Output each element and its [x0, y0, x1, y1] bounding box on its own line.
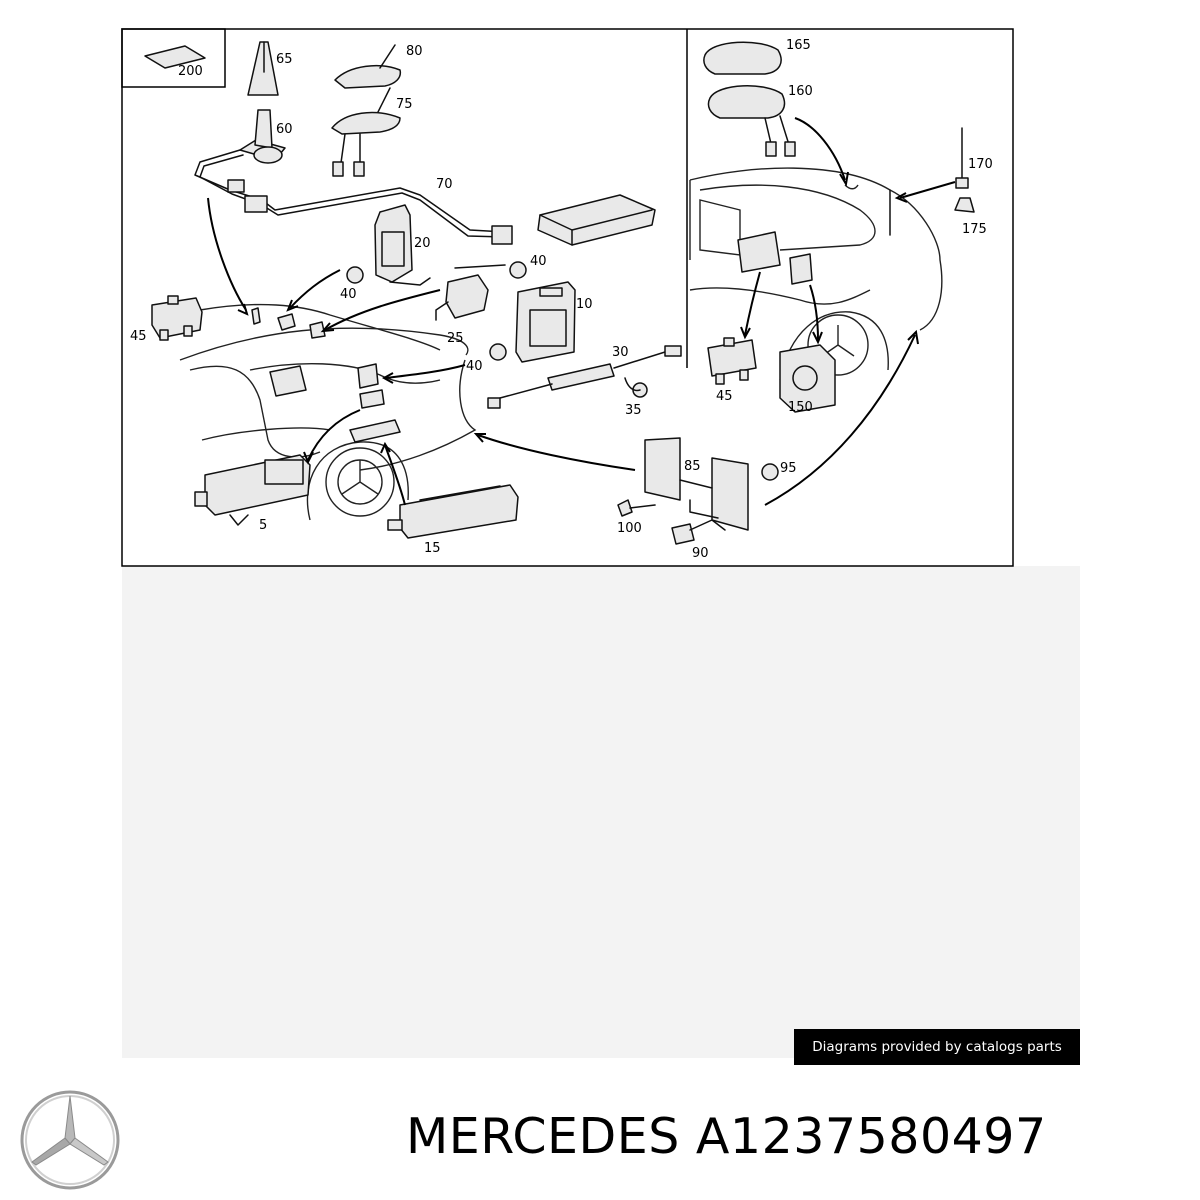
part-15-module: [387, 484, 519, 539]
label-45b: 45: [716, 389, 733, 404]
part-85-plates: [644, 437, 749, 531]
label-85: 85: [684, 459, 701, 474]
part-10-control-unit: [515, 281, 576, 363]
part-95-nut: [761, 463, 779, 481]
part-bracket-upper: [349, 419, 401, 443]
label-45a: 45: [130, 329, 147, 344]
label-15: 15: [424, 541, 441, 556]
part-65-antenna: [247, 41, 279, 96]
part-45-amplifier-right: [707, 337, 757, 385]
part-70-cable: [194, 149, 513, 245]
label-40c: 40: [466, 359, 483, 374]
part-35-clip: [624, 377, 648, 398]
label-90: 90: [692, 546, 709, 561]
label-160: 160: [788, 84, 813, 99]
part-30-cable: [487, 345, 682, 409]
page-title: MERCEDES A1237580497: [406, 1108, 1047, 1165]
part-40-nut-a: [346, 266, 364, 284]
part-90-connector: [671, 519, 726, 545]
part-100-screw: [617, 499, 656, 517]
part-60-antenna-base: [239, 109, 286, 164]
part-labels: 200 65 80 75 60 70 20 40 40 25 10 45 40 …: [130, 38, 993, 561]
label-200: 200: [178, 64, 203, 79]
label-40a: 40: [340, 287, 357, 302]
part-160-antenna-module: [707, 85, 796, 157]
label-5: 5: [259, 518, 267, 533]
part-connectors-mid: [251, 307, 385, 409]
part-80-antenna: [334, 44, 402, 89]
label-60: 60: [276, 122, 293, 137]
part-20-module: [374, 204, 431, 286]
part-25-module: [435, 264, 506, 321]
part-170-rod: [955, 127, 969, 189]
part-module-right-upper: [737, 231, 813, 285]
part-75-antenna: [331, 87, 401, 177]
label-65: 65: [276, 52, 293, 67]
part-10-receiver: [537, 194, 656, 246]
inset-box: [121, 28, 226, 88]
arrows: [207, 117, 956, 506]
part-40-nut-b: [509, 261, 527, 279]
part-150-housing: [779, 344, 836, 413]
label-100: 100: [617, 521, 642, 536]
part-5-module: [194, 454, 311, 526]
label-40b: 40: [530, 254, 547, 269]
part-165-cover: [703, 41, 782, 75]
diagram-frame: [121, 28, 1014, 567]
watermark-background: [122, 566, 1080, 1058]
part-175-base: [954, 197, 975, 213]
label-95: 95: [780, 461, 797, 476]
label-175: 175: [962, 222, 987, 237]
label-20: 20: [414, 236, 431, 251]
label-150: 150: [788, 400, 813, 415]
part-45-amplifier-left: [151, 295, 203, 341]
part-40-nut-c: [489, 343, 507, 361]
mercedes-star-icon: [20, 1090, 120, 1190]
diagram-credit-banner: Diagrams provided by catalogs parts: [794, 1029, 1080, 1065]
label-80: 80: [406, 44, 423, 59]
label-75: 75: [396, 97, 413, 112]
label-25: 25: [447, 331, 464, 346]
label-165: 165: [786, 38, 811, 53]
label-170: 170: [968, 157, 993, 172]
car-body-right: [689, 167, 943, 381]
part-200-plate: [144, 45, 206, 69]
label-35: 35: [625, 403, 642, 418]
label-70: 70: [436, 177, 453, 192]
label-30: 30: [612, 345, 629, 360]
label-10: 10: [576, 297, 593, 312]
